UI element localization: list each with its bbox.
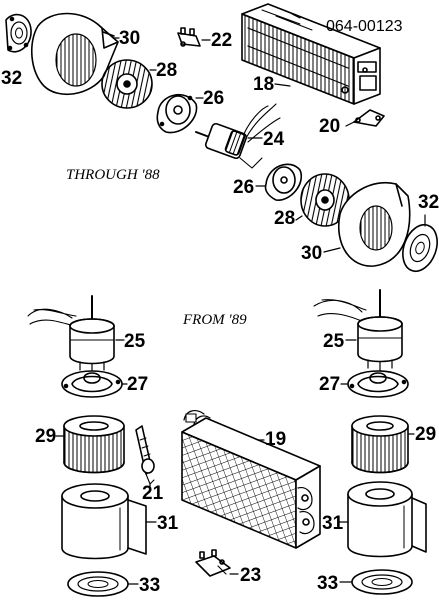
callout-br-wheel: 29 <box>415 424 437 445</box>
top-left-cover-32 <box>5 13 32 53</box>
bottom-left-blower-housing-31 <box>61 483 157 560</box>
reference-code: 064-00123 <box>326 18 403 35</box>
callout-top-heater-core: 18 <box>253 74 275 95</box>
callout-br-housing: 31 <box>322 513 344 534</box>
callout-br-motor: 25 <box>323 331 345 352</box>
callout-top-housing-right: 30 <box>301 243 323 264</box>
callout-top-clip: 20 <box>319 116 341 137</box>
bottom-center-core-19 <box>181 410 321 549</box>
top-right-cover-32 <box>402 214 438 273</box>
bottom-left-blower-motor-25 <box>27 295 125 375</box>
callout-top-housing-left: 30 <box>119 28 141 49</box>
top-blower-motor-24 <box>195 103 281 169</box>
bottom-left-cover-33 <box>67 571 139 597</box>
callout-bc-small-part: 23 <box>240 565 262 586</box>
caption-from: FROM '89 <box>183 312 247 328</box>
callout-top-cover-left: 32 <box>1 68 23 89</box>
top-small-part-22 <box>177 27 211 47</box>
top-heater-core-18 <box>241 3 381 105</box>
callout-bl-plate: 27 <box>127 374 149 395</box>
bottom-left-mount-plate-27 <box>61 370 128 398</box>
bottom-left-blower-wheel-29 <box>55 415 125 474</box>
bottom-right-blower-housing-31 <box>337 481 427 558</box>
bottom-center-small-part-23 <box>195 549 239 577</box>
callout-br-cover: 33 <box>317 573 339 594</box>
callout-top-small-part: 22 <box>211 30 233 51</box>
top-mount-plate-26-right <box>255 163 303 201</box>
callout-bl-resistor: 21 <box>142 483 164 504</box>
callout-bc-core: 19 <box>265 429 287 450</box>
callout-top-wheel-right: 28 <box>274 208 296 229</box>
callout-top-cover-right: 32 <box>418 192 439 213</box>
bottom-left-resistor-21 <box>135 425 155 489</box>
top-clip-20 <box>345 109 385 127</box>
top-mount-plate-26 <box>156 93 204 134</box>
callout-bl-cover: 33 <box>139 575 161 596</box>
top-left-blower-housing-30 <box>30 12 119 95</box>
callout-top-plate-right: 26 <box>233 177 255 198</box>
bottom-right-blower-motor-25 <box>313 289 403 373</box>
callout-bl-motor: 25 <box>124 331 146 352</box>
callout-bl-housing: 31 <box>157 513 179 534</box>
caption-through: THROUGH '88 <box>66 167 160 183</box>
callout-br-plate: 27 <box>319 374 341 395</box>
top-right-blower-wheel-28 <box>295 173 350 227</box>
callout-top-motor: 24 <box>263 129 285 150</box>
callout-bl-wheel: 29 <box>35 426 57 447</box>
callout-top-wheel-left: 28 <box>156 60 178 81</box>
bottom-right-mount-plate-27 <box>340 370 409 398</box>
callout-top-plate-left: 26 <box>203 88 225 109</box>
bottom-right-cover-33 <box>339 569 413 595</box>
bottom-right-blower-wheel-29 <box>351 415 415 474</box>
top-left-blower-wheel-28 <box>101 59 153 109</box>
